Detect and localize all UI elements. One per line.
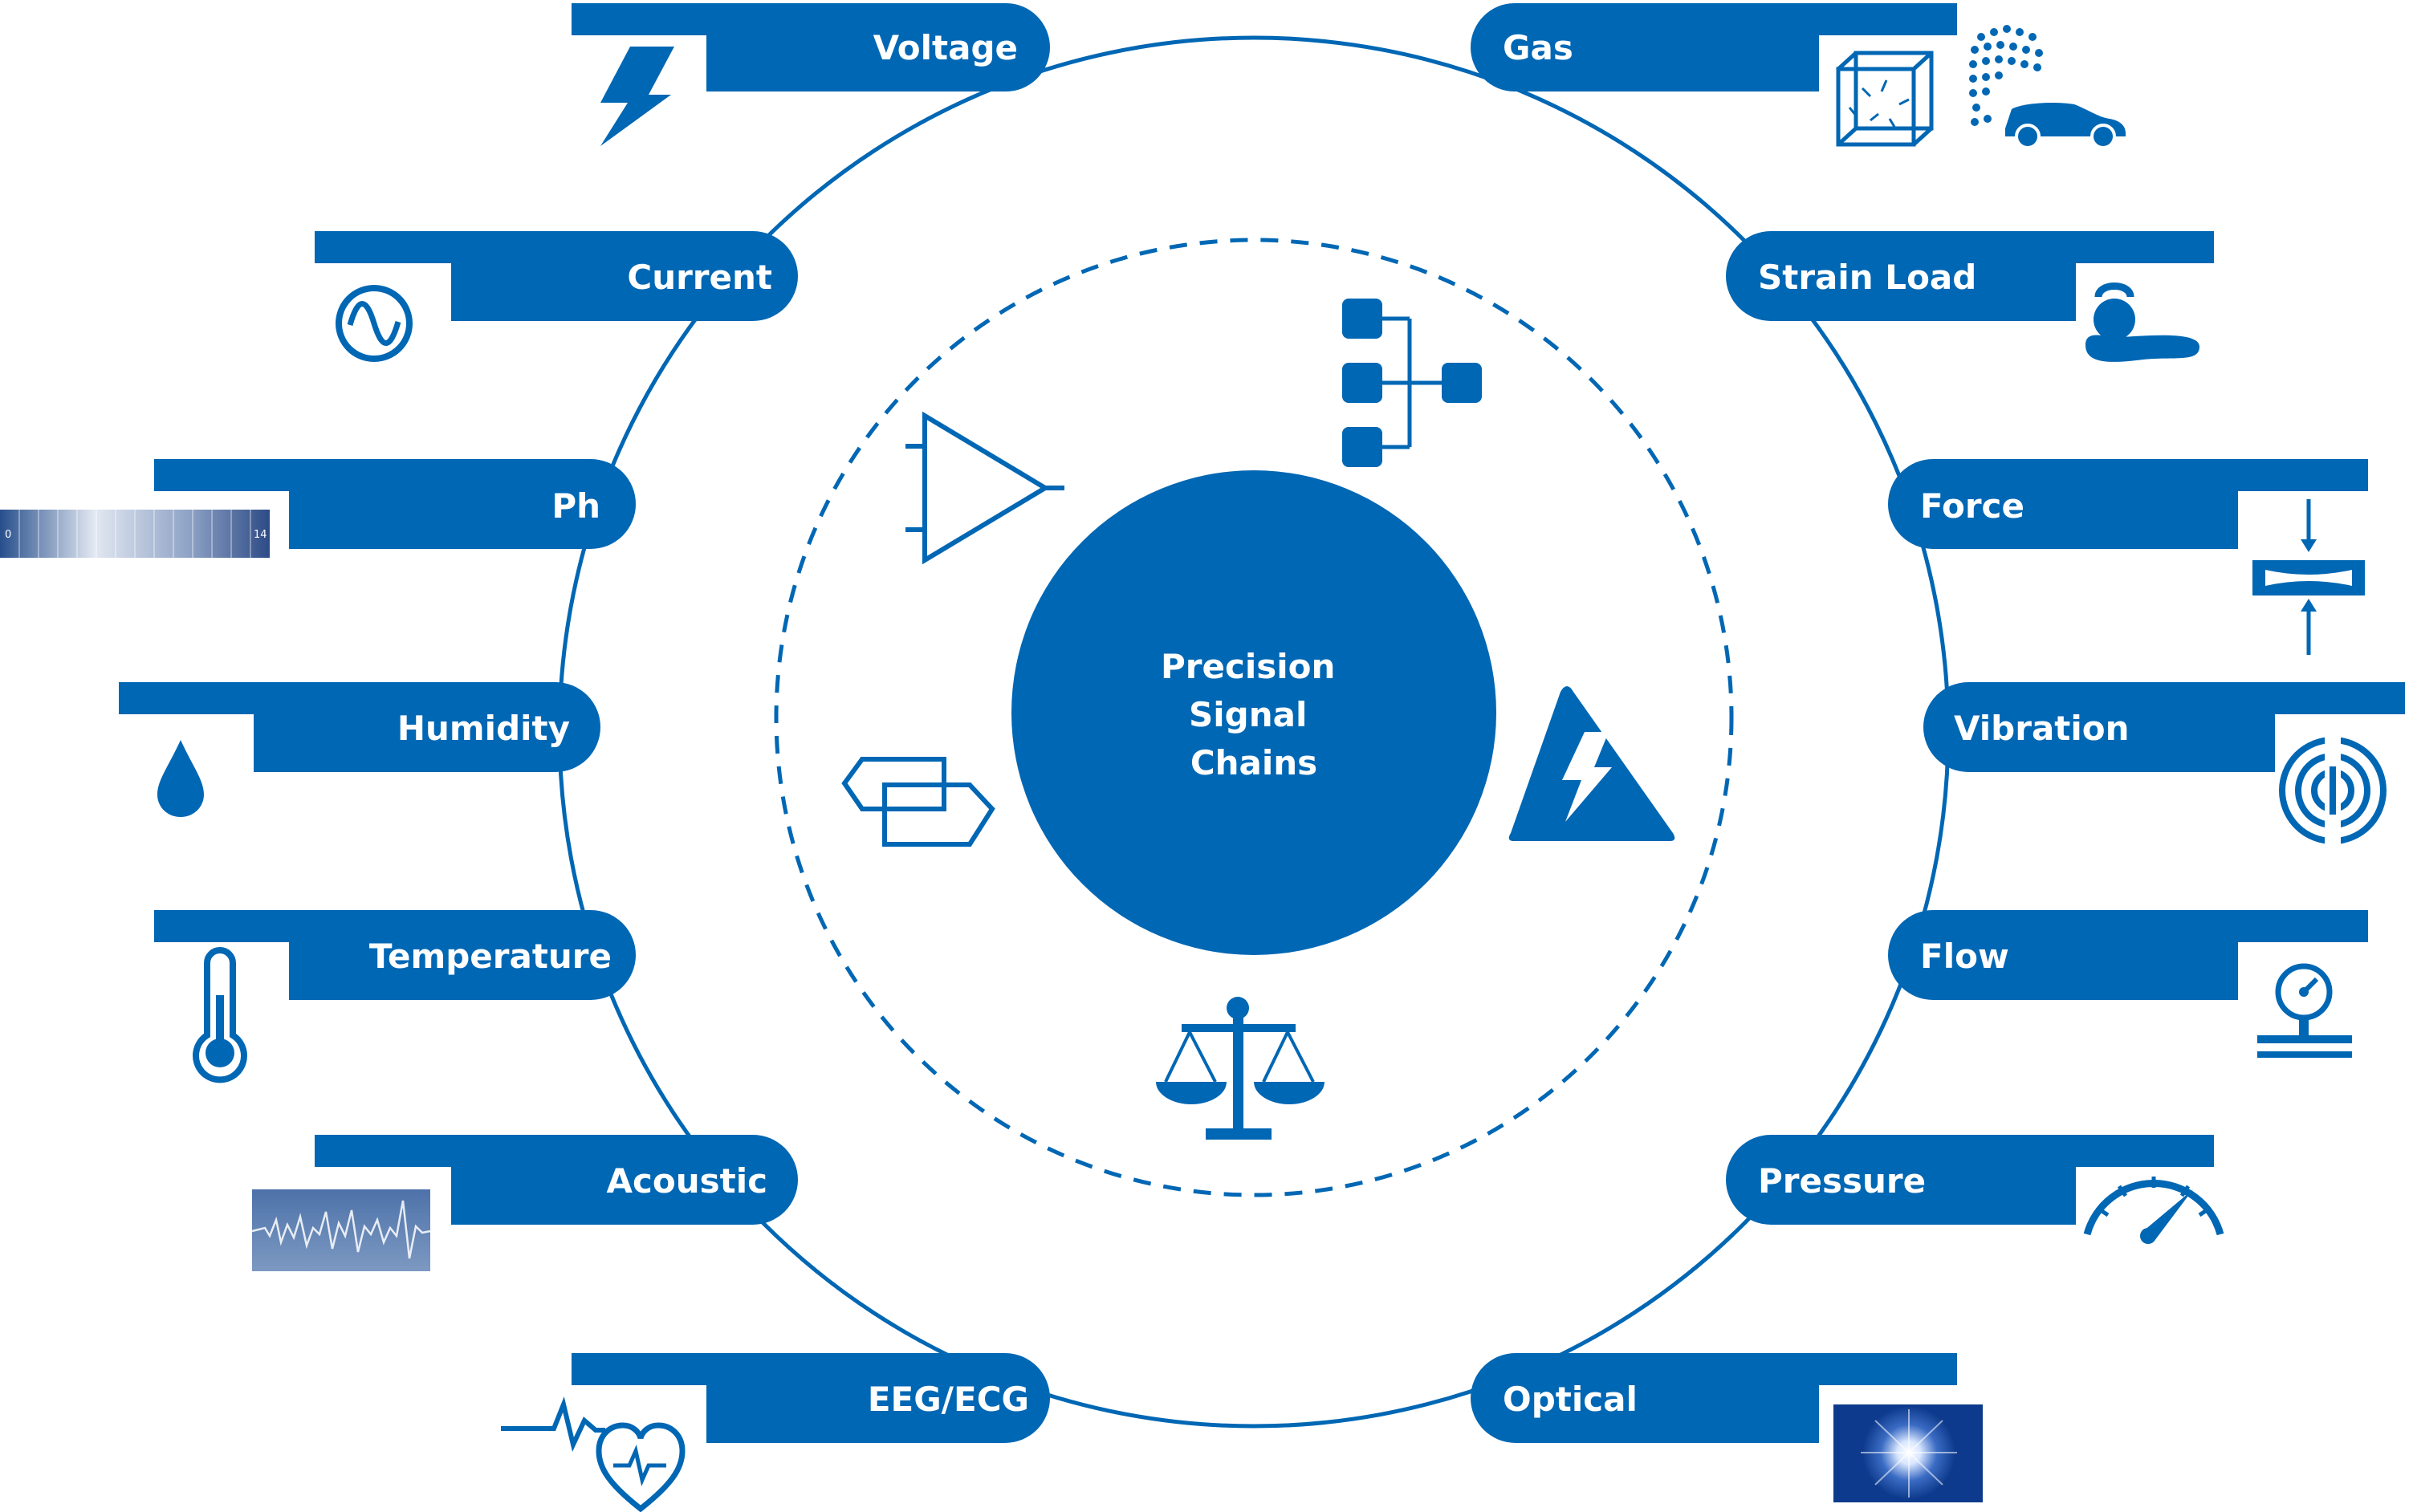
hierarchy-tree-icon	[1342, 299, 1482, 467]
sensor-label-temperature: Temperature	[369, 937, 612, 976]
ph-scale-max: 14	[254, 529, 267, 541]
sensor-tab-acoustic: Acoustic	[315, 1135, 798, 1225]
flow-gauge-icon	[2257, 963, 2352, 1058]
pressure-gauge-icon	[2083, 1177, 2224, 1244]
warning-lightning-icon	[1508, 686, 1675, 841]
sensor-tab-vibration: Vibration	[1923, 682, 2405, 772]
balance-scale-icon	[1156, 997, 1325, 1140]
light-burst-icon	[1833, 1404, 1983, 1502]
sensor-label-current: Current	[627, 258, 772, 297]
compression-force-icon	[2252, 499, 2365, 655]
sensor-label-optical: Optical	[1503, 1380, 1638, 1419]
sensor-label-force: Force	[1920, 486, 2024, 526]
sensor-tab-gas: Gas	[1471, 3, 1957, 91]
heartbeat-icon	[501, 1396, 686, 1512]
lightning-bolt-icon	[600, 47, 674, 146]
sensor-tab-current: Current	[315, 231, 798, 321]
sensor-tab-force: Force	[1888, 459, 2368, 549]
sensor-label-gas: Gas	[1503, 28, 1573, 67]
water-drop-icon	[157, 740, 204, 817]
sound-waveform-icon	[251, 1189, 431, 1271]
sensor-label-humidity: Humidity	[397, 709, 570, 748]
sensor-tab-humidity: Humidity	[119, 682, 600, 772]
ph-scale-icon: 0 14	[0, 510, 270, 558]
sensor-tab-temperature: Temperature	[154, 910, 636, 1000]
gas-particles-car-icon	[1836, 25, 2126, 149]
ph-scale-min: 0	[5, 529, 11, 541]
interface-converter-icon	[841, 757, 995, 847]
sensor-tab-optical: Optical	[1471, 1353, 1957, 1443]
center-circle	[1011, 470, 1496, 955]
sensor-tab-eeg-ecg: EEG/ECG	[572, 1353, 1050, 1443]
sensor-label-strain-load: Strain Load	[1758, 258, 1976, 297]
vibration-waves-icon	[2279, 737, 2387, 844]
sensor-label-pressure: Pressure	[1758, 1161, 1926, 1201]
thermometer-icon	[193, 947, 247, 1083]
sensor-tab-strain-load: Strain Load	[1726, 231, 2214, 321]
center-title-line-1: Precision	[1161, 647, 1335, 686]
sensor-tab-ph: Ph	[154, 459, 636, 549]
sensor-label-voltage: Voltage	[873, 28, 1018, 67]
sensor-tab-pressure: Pressure	[1726, 1135, 2214, 1225]
sensor-label-acoustic: Acoustic	[606, 1161, 767, 1201]
sensor-label-eeg-ecg: EEG/ECG	[868, 1380, 1029, 1419]
sensor-tab-flow: Flow	[1888, 910, 2368, 1000]
sensor-tab-voltage: Voltage	[572, 3, 1050, 91]
sensor-label-flow: Flow	[1920, 937, 2009, 976]
sensor-label-vibration: Vibration	[1954, 709, 2130, 748]
ac-sine-wave-icon	[336, 285, 413, 362]
sensor-label-ph: Ph	[551, 486, 600, 526]
inner-dashed-ring	[774, 238, 1734, 1197]
kettlebell-load-icon	[2085, 282, 2199, 362]
center-title: Precision Signal Chains	[1161, 647, 1347, 782]
center-title-line-3: Chains	[1190, 743, 1317, 782]
amplifier-icon	[905, 411, 1064, 565]
center-title-line-2: Signal	[1189, 695, 1307, 734]
